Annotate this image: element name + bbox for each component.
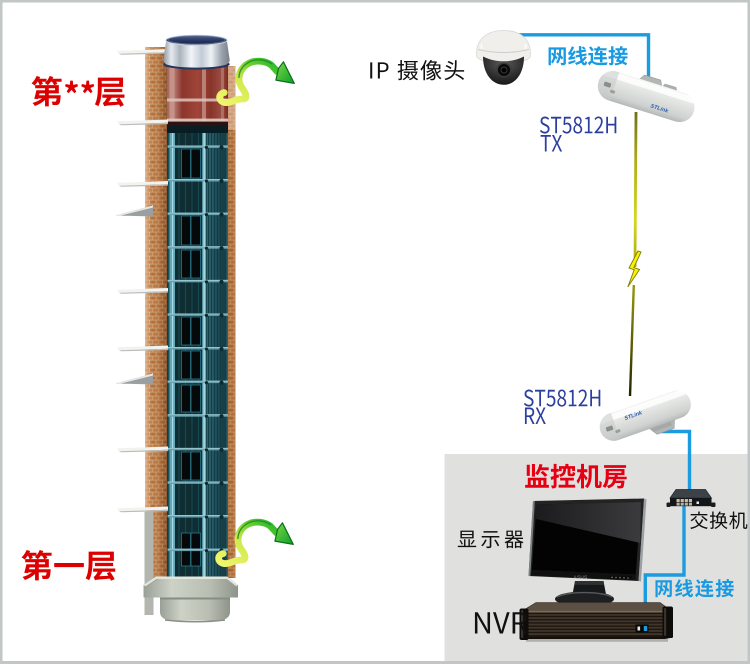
svg-text:ASUS: ASUS: [574, 575, 588, 580]
